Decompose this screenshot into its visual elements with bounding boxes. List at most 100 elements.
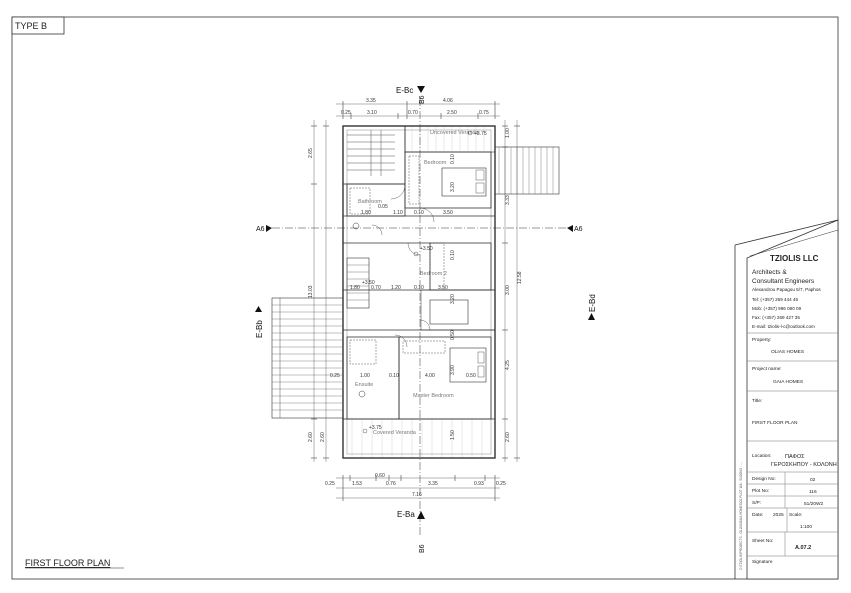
section-left-mid-label: A6 — [256, 226, 265, 233]
room-bedroom-2: Bedroom 2 — [420, 271, 447, 277]
room-ensuite: Ensuite — [355, 382, 373, 388]
company-name: TZIOLIS LLC — [770, 254, 819, 263]
location-value-2: ΓΕΡΟΣΚΗΠΟΥ - ΚΟΛΟΝΗ — [771, 462, 837, 468]
level-marks: +3.75 +3.50 +3.50 +3.75 — [362, 130, 487, 434]
section-bottom-label: E-Ba — [397, 510, 415, 519]
dim-top-detail-1: 0.25 — [341, 110, 351, 116]
dim-bottom-total: 7.16 — [412, 492, 422, 498]
design-no-value: 02 — [810, 477, 816, 483]
dim-right-3: 3.00 — [505, 285, 511, 295]
dim-bottom-detail-6: 0.93 — [474, 481, 484, 487]
dimension-labels: 3.35 4.06 0.25 3.10 0.70 2.50 0.75 0.25 … — [308, 98, 523, 498]
dim-int-18: 0.10 — [450, 154, 456, 164]
design-no-label: Design No: — [752, 476, 776, 482]
dim-int-20: 1.50 — [450, 430, 456, 440]
dim-int-4: 3.50 — [443, 210, 453, 216]
company-address: Alexandrou Papagou 5/7, Paphos — [752, 287, 821, 292]
company-fax: Fax: (+357) 269 427 35 — [752, 315, 800, 320]
plot-no-value: 116 — [809, 489, 817, 495]
left-pergola — [271, 297, 344, 419]
dim-int-16: 3.20 — [450, 294, 456, 304]
room-uncovered-veranda: Uncovered Veranda — [430, 130, 480, 136]
scale-value: 1:100 — [800, 524, 812, 530]
section-top-sub: B6 — [419, 95, 426, 104]
dim-int-6: 0.70 — [371, 285, 381, 291]
room-covered-veranda: Covered Veranda — [373, 430, 417, 436]
bed-2 — [429, 299, 469, 325]
dim-right-1: 1.00 — [505, 128, 511, 138]
dim-int-19: 0.10 — [450, 250, 456, 260]
section-left-side-label: E-Bb — [255, 320, 264, 338]
dim-int-17: 3.90 — [450, 365, 456, 375]
bed-1 — [441, 167, 487, 197]
room-master-bedroom: Master Bedroom — [413, 393, 454, 399]
type-tag-box — [11, 16, 65, 35]
dim-bottom-detail-5: 3.35 — [428, 481, 438, 487]
building-outline — [342, 125, 496, 459]
room-bedroom: Bedroom — [424, 160, 447, 166]
dim-int-1: 1.80 — [361, 210, 371, 216]
dim-bottom-detail-4: 0.76 — [386, 481, 396, 487]
section-right-side-arrow — [588, 313, 595, 320]
section-top-label: E-Bc — [396, 86, 413, 95]
sheet-no-value: A.07.2 — [795, 545, 811, 551]
plan-title: FIRST FLOOR PLAN — [25, 558, 110, 568]
title-label: Title: — [752, 398, 762, 404]
plot-no-label: Plot No: — [752, 488, 769, 494]
dim-int-3: 0.10 — [414, 210, 424, 216]
section-right-mid-label: A6 — [574, 226, 583, 233]
sheet-no-label: Sheet No: — [752, 538, 773, 544]
company-tel: Tel: (+357) 269 444 45 — [752, 297, 799, 302]
room-bathroom: Bathroom — [358, 199, 382, 205]
room-labels: Uncovered Veranda Bedroom Bathroom Bedro… — [355, 130, 480, 436]
dim-int-9: 3.50 — [438, 285, 448, 291]
dim-top-overall-2: 4.06 — [443, 98, 453, 104]
dim-int-22: 0.05 — [378, 204, 388, 210]
signature-label: Signature — [752, 559, 773, 565]
dim-int-7: 1.20 — [391, 285, 401, 291]
company-mob: Mob: (+357) 996 080 09 — [752, 306, 802, 311]
level-top-right: +3.75 — [474, 131, 487, 137]
dim-right-4: 4.25 — [505, 360, 511, 370]
section-bottom-sub: B6 — [419, 544, 426, 553]
sp-label: S/P: — [752, 500, 761, 506]
dim-int-10: 1.00 — [360, 373, 370, 379]
dim-left-3: 2.60 — [308, 432, 314, 442]
title-value: FIRST FLOOR PLAN — [752, 420, 798, 426]
title-block-side-text: Z:\TZIOLIS\PROJECTS - OLIAS\GAIA HOMES\0… — [739, 462, 743, 570]
dim-left-2: 13.03 — [308, 285, 314, 298]
dim-int-15: 3.20 — [450, 182, 456, 192]
title-block: Z:\TZIOLIS\PROJECTS - OLIAS\GAIA HOMES\0… — [734, 219, 839, 580]
covered-veranda-area — [342, 418, 496, 459]
company-email: E-mail: tziolis-l-c@outlook.com — [752, 324, 815, 329]
dim-right-5: 2.60 — [505, 432, 511, 442]
scale-label: Scale: — [789, 512, 802, 518]
section-right-side-label: E-Bd — [588, 294, 597, 312]
dim-int-12: 4.00 — [425, 373, 435, 379]
dim-int-13: 0.50 — [466, 373, 476, 379]
project-value: GAIA HOMES — [773, 379, 803, 385]
dim-right-total: 12.58 — [517, 271, 523, 284]
dim-int-14: 0.25 — [330, 373, 340, 379]
section-top-arrow — [417, 86, 425, 93]
project-label: Project name: — [752, 366, 782, 372]
section-left-mid-arrow — [266, 225, 272, 232]
dim-int-21: 0.50 — [450, 330, 456, 340]
location-label: Location: — [752, 453, 771, 459]
section-right-mid-arrow — [567, 225, 573, 232]
date-label: Date: — [752, 512, 763, 518]
dim-int-8: 0.10 — [414, 285, 424, 291]
dim-right-2: 3.33 — [505, 195, 511, 205]
date-value: 2025 — [773, 512, 784, 518]
dim-left-1: 2.65 — [308, 148, 314, 158]
right-pergola — [494, 146, 560, 195]
dim-bottom-detail-1: 0.25 — [325, 481, 335, 487]
company-subtitle-1: Architects & — [752, 269, 787, 276]
type-tag: TYPE B — [15, 21, 47, 31]
section-markers: E-Bc B6 E-Ba B6 A6 A6 E-Bb E-Bd — [255, 86, 597, 553]
property-label: Property: — [752, 337, 771, 343]
company-subtitle-2: Consultant Engineers — [752, 278, 815, 285]
dim-top-detail-3: 0.70 — [408, 110, 418, 116]
dim-int-11: 0.10 — [389, 373, 399, 379]
